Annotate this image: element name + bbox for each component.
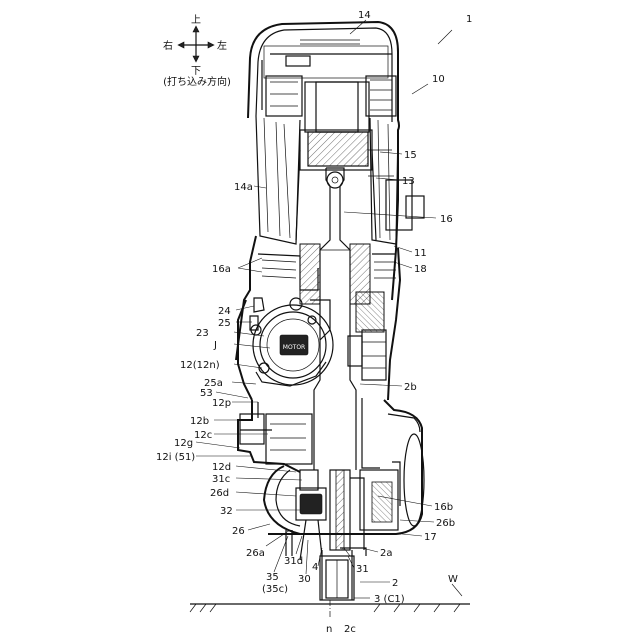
label-14a: 14a — [234, 182, 253, 193]
label-12p: 12p — [212, 398, 231, 409]
label-35: 35 — [266, 572, 279, 583]
label-12i: 12i (51) — [156, 452, 195, 463]
label-17: 17 — [424, 532, 437, 543]
label-16: 16 — [440, 214, 453, 225]
label-26d: 26d — [210, 488, 229, 499]
ground-hatching — [190, 604, 460, 612]
label-16b: 16b — [434, 502, 453, 513]
magazine-assembly: MOTOR — [238, 298, 333, 400]
mid-body — [236, 236, 400, 400]
label-4: 4 — [312, 562, 318, 573]
label-12d: 12d — [212, 462, 231, 473]
label-16a: 16a — [212, 264, 231, 275]
label-2c: 2c — [344, 624, 356, 635]
label-11: 11 — [414, 248, 427, 259]
lower-body — [238, 398, 424, 534]
label-31d: 31d — [284, 556, 303, 567]
label-3-c1: 3 (C1) — [374, 594, 405, 605]
label-31c: 31c — [212, 474, 230, 485]
label-12n: 12(12n) — [180, 360, 220, 371]
up-label: 上 — [191, 14, 201, 26]
label-2b: 2b — [404, 382, 417, 393]
motor-badge: MOTOR — [283, 344, 305, 351]
label-18: 18 — [414, 264, 427, 275]
label-1: 1 — [466, 14, 472, 25]
left-label: 左 — [217, 39, 227, 52]
label-12g: 12g — [174, 438, 193, 449]
label-2: 2 — [392, 578, 398, 589]
label-13: 13 — [402, 176, 415, 187]
label-12c: 12c — [194, 430, 212, 441]
label-25a: 25a — [204, 378, 223, 389]
right-label: 右 — [163, 39, 173, 52]
label-2a: 2a — [380, 548, 393, 559]
label-J: J — [213, 340, 217, 351]
label-W: W — [448, 574, 458, 585]
label-15: 15 — [404, 150, 417, 161]
down-label: 下 — [191, 66, 201, 77]
label-24: 24 — [218, 306, 231, 317]
label-23: 23 — [196, 328, 209, 339]
down-arrowhead-icon — [193, 56, 199, 62]
label-35c: (35c) — [262, 584, 288, 595]
label-26a: 26a — [246, 548, 265, 559]
label-n: n — [326, 624, 332, 635]
label-12b: 12b — [190, 416, 209, 427]
direction-indicator: 上 下 右 左 (打ち込み方向) — [163, 14, 231, 88]
label-26b: 26b — [436, 518, 455, 529]
label-14: 14 — [358, 10, 371, 21]
label-31: 31 — [356, 564, 369, 575]
label-32: 32 — [220, 506, 233, 517]
direction-caption: (打ち込み方向) — [163, 75, 231, 88]
axis-and-ground — [190, 600, 470, 618]
left-arrowhead-icon — [208, 42, 214, 48]
part-labels: 1 10 14 14a 15 13 16 11 18 16a 24 25 2 3 … — [156, 10, 472, 635]
label-25: 25 — [218, 318, 231, 329]
right-arrowhead-icon — [178, 42, 184, 48]
label-10: 10 — [432, 74, 445, 85]
label-30: 30 — [298, 574, 311, 585]
driver-rod — [314, 168, 356, 470]
piston-assembly — [296, 82, 424, 240]
up-arrowhead-icon — [193, 26, 199, 32]
label-26: 26 — [232, 526, 245, 537]
label-53: 53 — [200, 388, 213, 399]
